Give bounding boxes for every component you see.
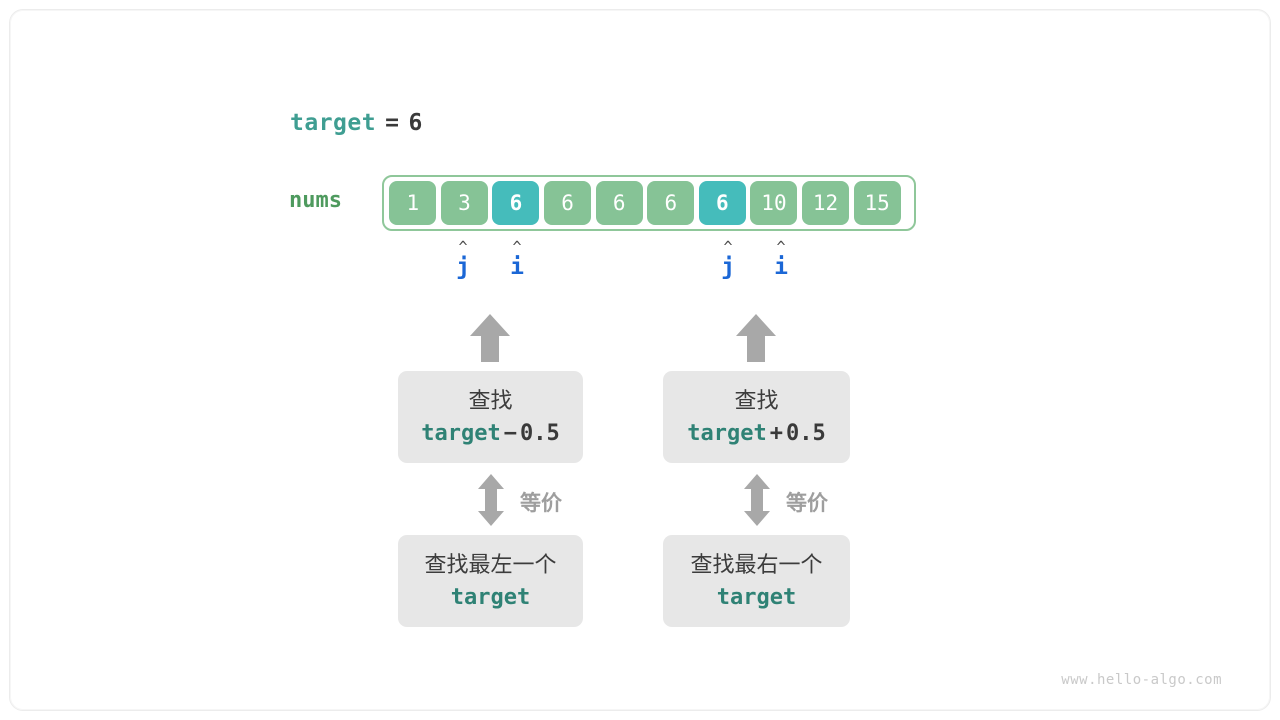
array-cell-2: 6 (492, 181, 540, 225)
right-top-box-var: target (687, 420, 767, 446)
left-top-box: 查找 target−0.5 (398, 371, 583, 463)
right-top-box-line2: target+0.5 (687, 419, 825, 449)
pointer-i-right: ^ i (761, 238, 801, 281)
array-cell-8: 12 (802, 181, 850, 225)
left-bottom-box-var: target (450, 584, 531, 610)
array-container: 1 3 6 6 6 6 6 10 12 15 (382, 175, 916, 231)
pointer-i-left: ^ i (497, 238, 537, 281)
right-top-box-operand: 0.5 (785, 420, 826, 446)
array-cell-1: 3 (440, 181, 488, 225)
array-cell-3: 6 (544, 181, 592, 225)
right-bottom-box-line2: target (717, 583, 796, 613)
equivalence-label-right: 等价 (786, 492, 828, 515)
target-declaration: target = 6 (290, 110, 423, 136)
array-cell-6: 6 (698, 181, 746, 225)
left-top-box-line1: 查找 (468, 387, 513, 413)
array-cell-9: 15 (853, 181, 901, 225)
pointer-j-right: ^ j (708, 238, 748, 281)
pointer-label-j: j (456, 254, 470, 280)
left-top-box-var: target (421, 420, 501, 446)
equivalence-label-left: 等价 (520, 492, 562, 515)
left-top-box-operand: 0.5 (519, 420, 560, 446)
pointer-label-i: i (774, 254, 788, 280)
right-bottom-box-line1: 查找最右一个 (690, 551, 823, 577)
array-cell-5: 6 (647, 181, 695, 225)
array-cell-7: 10 (750, 181, 798, 225)
right-top-box-operator: + (769, 420, 783, 446)
target-equals-sign: = (385, 110, 400, 136)
right-top-box: 查找 target+0.5 (663, 371, 850, 463)
diagram-frame (9, 9, 1271, 711)
left-bottom-box: 查找最左一个 target (398, 535, 583, 627)
right-bottom-box-var: target (716, 584, 797, 610)
target-value: 6 (408, 110, 423, 136)
array-label: nums (289, 188, 342, 213)
right-bottom-box: 查找最右一个 target (663, 535, 850, 627)
up-arrow-icon-left (468, 312, 512, 364)
up-arrow-icon-right (734, 312, 778, 364)
array-cell-0: 1 (389, 181, 437, 225)
left-top-box-line2: target−0.5 (421, 419, 559, 449)
left-top-box-operator: − (503, 420, 517, 446)
caret-icon: ^ (723, 238, 733, 256)
left-bottom-box-line1: 查找最左一个 (424, 551, 557, 577)
caret-icon: ^ (458, 238, 468, 256)
pointer-label-i: i (510, 254, 524, 280)
watermark-url: www.hello-algo.com (1061, 672, 1222, 688)
left-bottom-box-line2: target (451, 583, 530, 613)
array-cell-4: 6 (595, 181, 643, 225)
pointer-j-left: ^ j (443, 238, 483, 281)
pointer-label-j: j (721, 254, 735, 280)
caret-icon: ^ (776, 238, 786, 256)
caret-icon: ^ (512, 238, 522, 256)
equivalence-arrow-icon-left (476, 473, 506, 527)
right-top-box-line1: 查找 (734, 387, 779, 413)
target-variable-name: target (290, 110, 377, 136)
equivalence-arrow-icon-right (742, 473, 772, 527)
